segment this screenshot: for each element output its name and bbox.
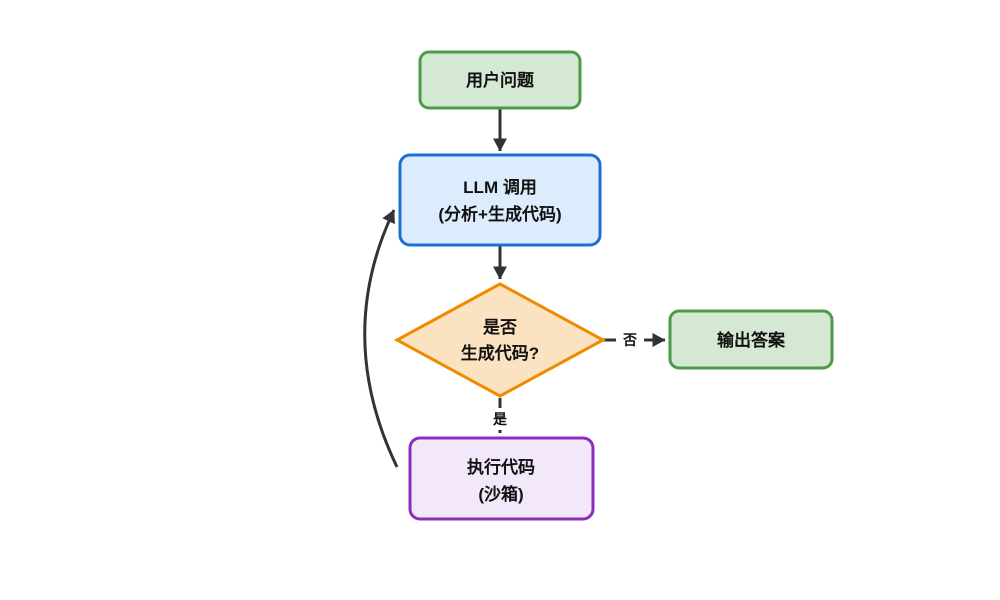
node-execute-code-label-line1: 执行代码: [467, 457, 535, 477]
node-decision-label-line1: 是否: [483, 318, 517, 337]
edge-label-yes: 是: [493, 411, 508, 427]
edge-label-no-background: [616, 329, 644, 351]
node-output-answer-label: 输出答案: [717, 330, 786, 350]
node-llm-call: [398, 153, 602, 247]
node-llm-call-label-line2: (分析+生成代码): [438, 204, 561, 224]
edge-label-no: 否: [622, 332, 637, 348]
node-output-answer: [668, 309, 834, 370]
node-llm-call-label-line1: LLM 调用: [463, 178, 537, 197]
edge-label-yes-background: [487, 408, 513, 430]
node-user-question-label: 用户问题: [466, 70, 535, 90]
node-user-question: [418, 50, 582, 110]
node-decision-label-line2: 生成代码?: [461, 343, 539, 363]
node-execute-code-label-line2: (沙箱): [478, 484, 523, 504]
node-execute-code: [408, 436, 595, 521]
edge-execute-code-loop-back-to-llm-call: [363, 209, 399, 468]
node-generate-code-decision: [393, 282, 607, 398]
